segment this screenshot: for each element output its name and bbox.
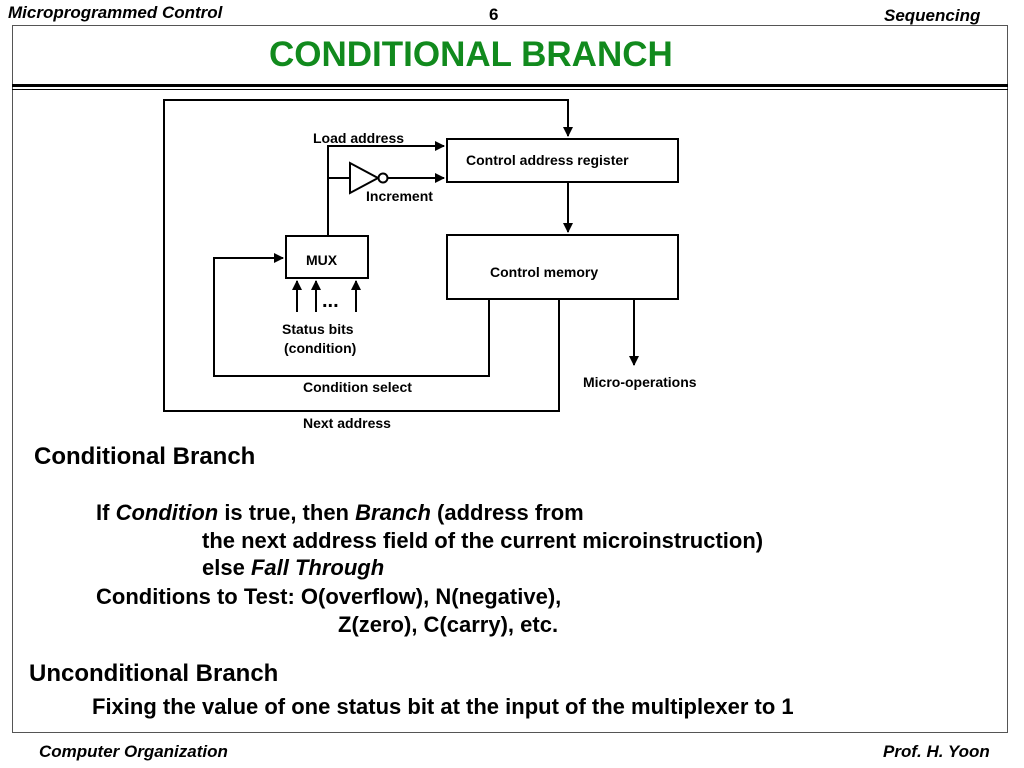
footer-author: Prof. H. Yoon — [883, 742, 990, 761]
condition-select-line — [213, 253, 490, 377]
unconditional-branch-text: Fixing the value of one status bit at th… — [92, 694, 794, 719]
status-bits-ellipsis: ... — [322, 290, 339, 312]
increment-label: Increment — [366, 188, 433, 204]
header-section: Sequencing — [884, 6, 981, 25]
mux-label: MUX — [306, 252, 338, 268]
else-text: else — [202, 555, 251, 580]
address-from-text: (address from — [430, 500, 584, 525]
status-bits-sublabel: (condition) — [284, 340, 357, 356]
inverter-bubble-icon — [377, 172, 389, 184]
condition-text: Condition — [115, 500, 219, 525]
footer-course: Computer Organization — [39, 742, 228, 761]
conditional-branch-heading: Conditional Branch — [34, 443, 256, 470]
condition-select-label: Condition select — [303, 379, 412, 395]
condition-line: If Condition is true, then Branch (addre… — [96, 500, 584, 526]
fall-through-text: Fall Through — [250, 555, 385, 580]
header-chapter: Microprogrammed Control — [8, 3, 223, 22]
car-box — [446, 138, 679, 183]
page-number: 6 — [489, 5, 499, 24]
if-text: If — [96, 500, 116, 525]
status-bits-label: Status bits — [282, 321, 354, 337]
branch-text: Branch — [355, 500, 431, 525]
unconditional-branch-heading: Unconditional Branch — [29, 660, 279, 687]
conditions-line-2: Z(zero), C(carry), etc. — [338, 612, 559, 637]
slide-title: CONDITIONAL BRANCH — [269, 35, 673, 74]
then-text: is true, then — [218, 500, 356, 525]
title-rule — [12, 84, 1008, 87]
slide-frame — [12, 25, 1008, 733]
control-memory-box — [446, 234, 679, 300]
car-label: Control address register — [466, 152, 629, 168]
next-address-label: Next address — [303, 415, 391, 431]
load-address-label: Load address — [313, 130, 405, 146]
next-address-line — [163, 99, 573, 412]
else-line: else Fall Through — [202, 555, 384, 581]
title-rule-thin — [12, 89, 1008, 90]
next-address-line-text: the next address field of the current mi… — [202, 528, 764, 553]
load-address-line — [327, 141, 445, 236]
micro-operations-label: Micro-operations — [583, 374, 697, 390]
conditions-line: Conditions to Test: O(overflow), N(negat… — [96, 584, 562, 609]
increment-buffer-icon — [349, 161, 381, 195]
control-memory-label: Control memory — [490, 264, 599, 280]
